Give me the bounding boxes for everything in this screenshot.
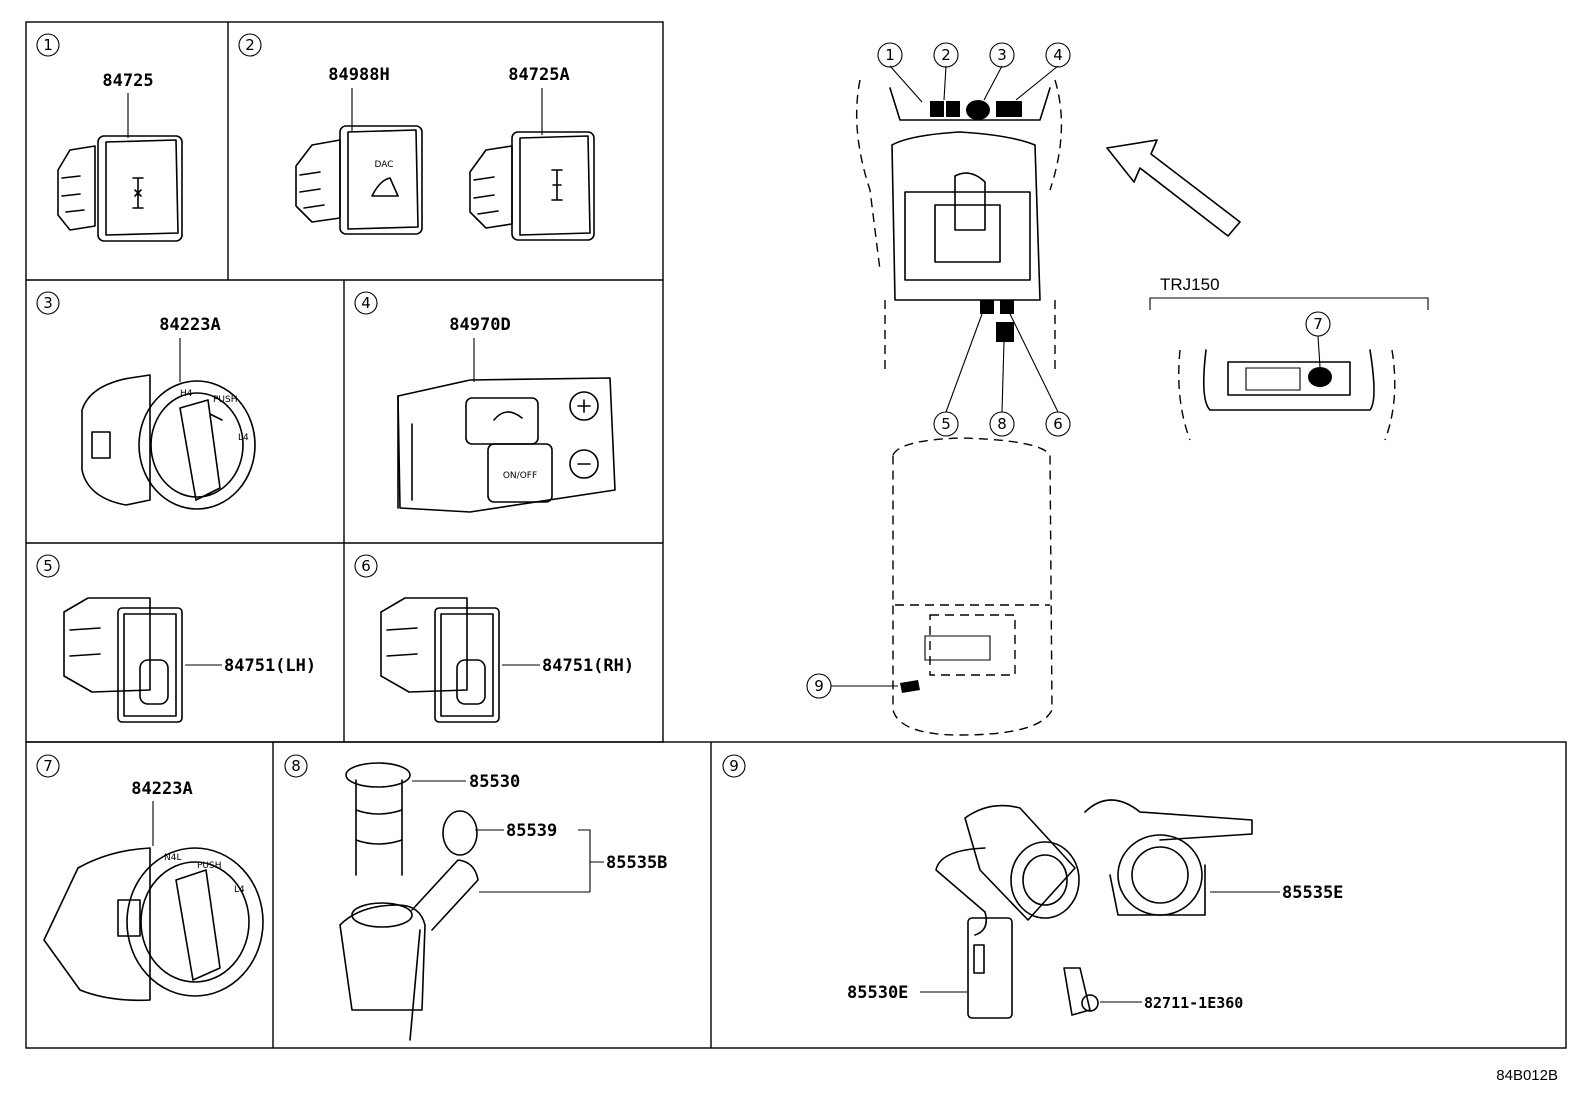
locator-callout-9: 9: [814, 677, 824, 695]
part-number-84751-rh[interactable]: 84751(RH): [542, 656, 634, 676]
cell-number-2: 2: [238, 33, 262, 57]
locator-callout-3: 3: [997, 46, 1007, 64]
locator-callout-5: 5: [941, 415, 951, 433]
locator-callout-6: 6: [1053, 415, 1063, 433]
svg-text:4: 4: [361, 294, 371, 312]
part-number-84725A[interactable]: 84725A: [508, 65, 569, 85]
part-number-84970D[interactable]: 84970D: [449, 315, 510, 335]
part-number-82711-1E360[interactable]: 82711-1E360: [1144, 994, 1243, 1012]
part-number-84223A-top[interactable]: 84223A: [159, 315, 220, 335]
locator-callout-7: 7: [1313, 315, 1323, 333]
locator-callout-8: 8: [997, 415, 1007, 433]
part-number-85539[interactable]: 85539: [506, 821, 557, 841]
svg-text:5: 5: [43, 557, 53, 575]
transfer-dial-drawing: [81, 374, 256, 510]
svg-text:1: 1: [43, 36, 53, 54]
cigarette-socket-drawing: [339, 762, 479, 1041]
cell-number-6: 6: [354, 554, 378, 578]
cell-number-7: 7: [36, 754, 60, 778]
seat-heater-lh-drawing: [63, 597, 183, 723]
locator-callout-2: 2: [941, 46, 951, 64]
part-number-84988H[interactable]: 84988H: [328, 65, 389, 85]
svg-text:8: 8: [291, 757, 301, 775]
part-number-85535E[interactable]: 85535E: [1282, 883, 1343, 903]
switch-dac-drawing: [295, 125, 423, 235]
cell-number-8: 8: [284, 754, 308, 778]
part-number-85535B[interactable]: 85535B: [606, 853, 667, 873]
seat-heater-rh-drawing: [380, 597, 500, 723]
cell-number-9: 9: [722, 754, 746, 778]
grid-lines: [25, 21, 1567, 1049]
push-label-7: PUSH: [197, 861, 222, 871]
n4l-label: N4L: [164, 853, 181, 863]
part-number-84223A-bottom[interactable]: 84223A: [131, 779, 192, 799]
trj150-inset: TRJ150 7: [1149, 275, 1429, 441]
cell-number-3: 3: [36, 291, 60, 315]
part-number-85530E[interactable]: 85530E: [847, 983, 908, 1003]
diagram-id: 84B012B: [1496, 1067, 1558, 1084]
transfer-dial-trj150-drawing: [43, 847, 264, 1002]
switch-4wd-drawing: [57, 135, 183, 242]
cell-number-1: 1: [36, 33, 60, 57]
power-outlet-drawing: [935, 799, 1253, 1019]
part-number-84725[interactable]: 84725: [102, 71, 153, 91]
dac-label: DAC: [374, 160, 393, 170]
part-number-85530[interactable]: 85530: [469, 772, 520, 792]
on-off-label: ON/OFF: [503, 471, 537, 481]
locator-callout-1: 1: [885, 46, 895, 64]
h4-label: H4: [180, 389, 193, 399]
cell-number-4: 4: [354, 291, 378, 315]
svg-text:3: 3: [43, 294, 53, 312]
push-label: PUSH: [213, 395, 238, 405]
svg-text:6: 6: [361, 557, 371, 575]
svg-text:7: 7: [43, 757, 53, 775]
cell-number-5: 5: [36, 554, 60, 578]
l4-label: L4: [238, 433, 249, 443]
part-number-84751-lh[interactable]: 84751(LH): [224, 656, 316, 676]
svg-text:9: 9: [729, 757, 739, 775]
locator-callouts: 1 2 3 4 5 6 8 9: [806, 42, 1071, 699]
l4-label-7: L4: [234, 885, 245, 895]
console-locator-drawing: [855, 79, 1241, 736]
locator-callout-4: 4: [1053, 46, 1063, 64]
switch-diff-lock-drawing: [469, 131, 595, 241]
crawl-control-switch-drawing: [397, 377, 616, 513]
svg-text:2: 2: [245, 36, 255, 54]
trim-label: TRJ150: [1160, 275, 1220, 294]
